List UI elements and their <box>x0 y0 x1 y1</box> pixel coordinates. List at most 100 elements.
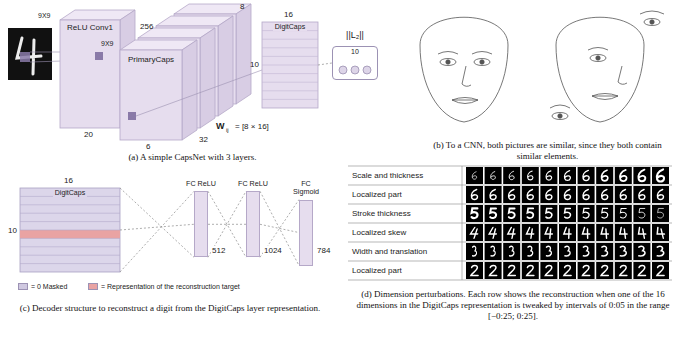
digit-reconstruction <box>508 265 515 275</box>
input-image <box>8 28 52 80</box>
digit-reconstruction <box>601 227 609 238</box>
digit-cell <box>466 167 483 184</box>
digit-reconstruction <box>545 265 552 275</box>
digit-reconstruction <box>491 172 496 180</box>
digit-glyph <box>637 227 646 238</box>
face-sketch <box>420 17 508 122</box>
digit-reconstruction <box>491 246 495 256</box>
dimension-label: 20 <box>84 130 93 139</box>
dimension-label: 10 <box>8 226 17 235</box>
digit-glyph <box>656 227 666 238</box>
digit-reconstruction <box>545 227 553 238</box>
digitcaps-layer: DigitCaps <box>262 22 318 108</box>
scrambled-face-sketch <box>550 11 664 122</box>
connector <box>120 224 194 230</box>
fc-layer-bar <box>246 191 260 257</box>
digit-reconstruction <box>546 246 551 256</box>
digit-cell <box>559 186 576 203</box>
digit-reconstruction <box>528 246 533 256</box>
digit-glyph <box>490 208 496 218</box>
digit-glyph <box>638 170 645 182</box>
digit-glyph <box>565 208 571 218</box>
digit-glyph <box>602 246 608 256</box>
digit-cell <box>503 224 520 241</box>
figure-caption: (b) To a CNN, both pictures are similar,… <box>425 140 670 162</box>
dimension-label: 6 <box>146 142 150 151</box>
digit-glyph <box>583 246 588 256</box>
digit-reconstruction <box>582 227 589 238</box>
digit-reconstruction <box>583 189 589 199</box>
digit-glyph <box>528 171 533 180</box>
dimension-label: 16 <box>64 176 73 185</box>
digit-cell <box>540 205 557 222</box>
digit-glyph <box>601 227 609 238</box>
digit-reconstruction <box>546 171 552 180</box>
digit-cell <box>633 243 650 260</box>
digit-reconstruction <box>564 227 572 238</box>
digit-reconstruction <box>471 265 478 275</box>
figure-caption: (c) Decoder structure to reconstruct a d… <box>10 303 330 314</box>
digit-cell <box>633 262 650 279</box>
layer-label: DigitCaps <box>53 189 87 197</box>
digitcaps-vector-block <box>20 188 120 272</box>
digit-reconstruction <box>509 246 514 256</box>
digit-reconstruction <box>620 170 627 181</box>
digit-reconstruction <box>507 227 516 238</box>
digit-glyph <box>527 265 534 275</box>
dense-connection <box>120 191 194 272</box>
digit-glyph <box>565 246 570 256</box>
dimension-label: 9X9 <box>38 12 50 20</box>
digit-reconstruction <box>657 189 663 199</box>
fc-layer: FC ReLU <box>186 180 216 272</box>
legend-item: = Representation of the reconstruction t… <box>88 283 240 290</box>
digit-glyph <box>620 246 626 256</box>
digit-reconstruction <box>601 265 608 275</box>
table-cell: Localized skew <box>352 228 406 237</box>
digit-reconstruction <box>583 246 588 256</box>
digit-cell <box>615 167 632 184</box>
digit-reconstruction <box>488 227 498 238</box>
digit-glyph <box>565 171 571 181</box>
digit-glyph <box>472 208 478 218</box>
digit-reconstruction <box>637 227 646 238</box>
digit-cell <box>466 205 483 222</box>
digit-cell <box>503 167 520 184</box>
digit-glyph <box>489 265 496 275</box>
digit-glyph <box>545 227 553 238</box>
digit-glyph <box>546 189 552 199</box>
layer-heading: FC ReLU <box>186 180 216 188</box>
digit-reconstruction <box>564 265 571 275</box>
digit-reconstruction <box>565 208 571 218</box>
digit-glyph <box>509 189 515 199</box>
digitcaps-vector: DigitCaps <box>20 188 120 272</box>
digit-glyph <box>582 265 589 275</box>
table-cell: Scale and thickness <box>352 171 423 180</box>
digit-cell <box>652 205 669 222</box>
digit-reconstruction <box>565 171 571 181</box>
digit-reconstruction <box>657 246 663 256</box>
digit-reconstruction <box>639 189 645 199</box>
digit-reconstruction <box>509 208 515 218</box>
dense-connection <box>120 188 194 257</box>
primarycaps-stack <box>120 4 251 140</box>
layer-label: DigitCaps <box>273 23 307 31</box>
digit-cell <box>652 243 669 260</box>
dimension-label: 32 <box>199 135 208 144</box>
digit-cell <box>596 243 613 260</box>
digit-cell <box>540 224 557 241</box>
digit-glyph <box>546 171 552 180</box>
digit-glyph <box>472 246 476 256</box>
digit-glyph <box>488 227 498 238</box>
digit-reconstruction <box>620 265 627 275</box>
digit-cell <box>503 186 520 203</box>
digit-cell <box>522 243 539 260</box>
dimension-label: = [8 × 16] <box>235 122 269 131</box>
digit-cell <box>596 262 613 279</box>
digit-reconstruction <box>489 265 496 275</box>
length-units <box>339 66 371 74</box>
digit-cell <box>485 186 502 203</box>
digit-glyph <box>601 170 607 181</box>
digit-reconstruction <box>490 208 496 218</box>
digit-cell <box>466 186 483 203</box>
legend-text: = Representation of the reconstruction t… <box>101 283 240 290</box>
